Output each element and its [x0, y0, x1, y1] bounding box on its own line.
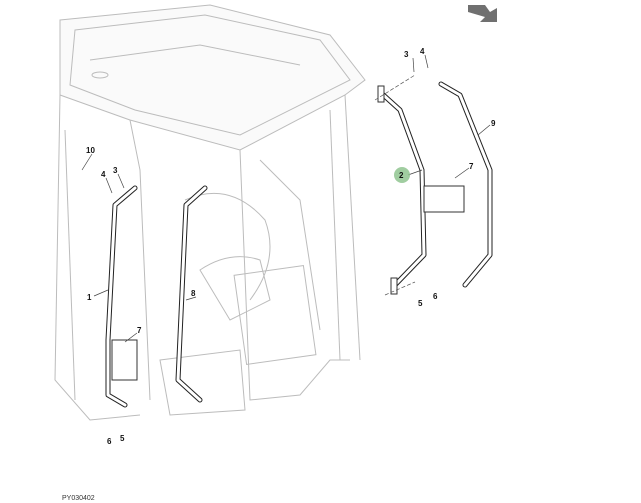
tube-8 [175, 185, 208, 403]
tube-9 [438, 81, 493, 288]
callout-7[interactable]: 7 [469, 162, 474, 171]
callout-7[interactable]: 7 [137, 326, 142, 335]
callout-3[interactable]: 3 [113, 166, 118, 175]
callout-5[interactable]: 5 [120, 434, 125, 443]
direction-arrow-icon [468, 5, 497, 22]
callout-10[interactable]: 10 [86, 146, 95, 155]
callout-2[interactable]: 2 [399, 171, 404, 180]
callout-5[interactable]: 5 [418, 299, 423, 308]
tractor-cab-outline [54, 4, 366, 421]
callout-8[interactable]: 8 [191, 289, 196, 298]
callout-4[interactable]: 4 [420, 47, 425, 56]
tube-2 [377, 85, 465, 295]
highlight-callout-circle [394, 167, 410, 183]
callout-1[interactable]: 1 [87, 293, 92, 302]
tube-1 [105, 185, 138, 408]
callout-leaders [81, 54, 491, 343]
callout-6[interactable]: 6 [107, 437, 112, 446]
callout-3[interactable]: 3 [404, 50, 409, 59]
callout-4[interactable]: 4 [101, 170, 106, 179]
callout-9[interactable]: 9 [491, 119, 496, 128]
figure-id: PY030402 [62, 495, 95, 502]
callout-6[interactable]: 6 [433, 292, 438, 301]
